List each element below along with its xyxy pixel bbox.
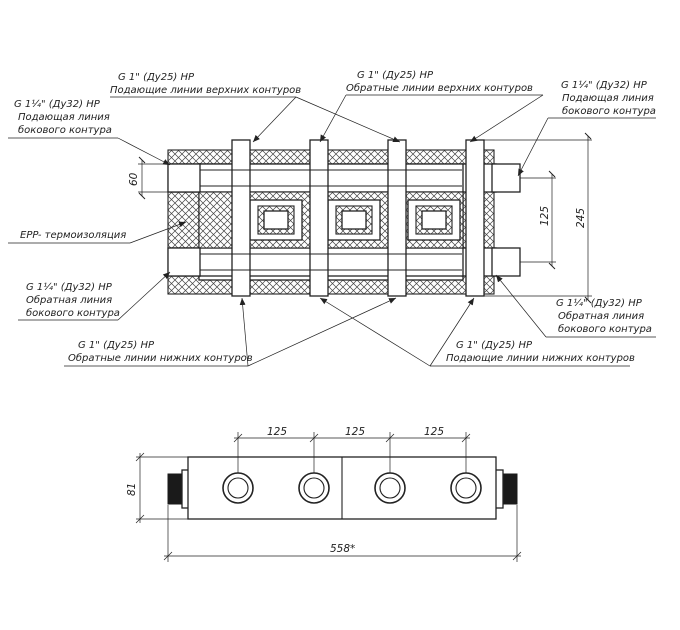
label-right-supply: G 1¼" (Ду32) НР Подающая линия бокового … xyxy=(517,79,656,177)
dimension-125-b-label: 125 xyxy=(345,426,365,438)
dimension-245-label: 245 xyxy=(575,208,587,228)
top-projection-view: 125 125 125 81 558* xyxy=(126,426,522,562)
left-upper-nozzle xyxy=(167,163,201,193)
right-supply-desc2: бокового контура xyxy=(562,105,656,117)
dimension-81-label: 81 xyxy=(126,483,138,496)
label-left-return: G 1¼" (Ду32) НР Обратная линия бокового … xyxy=(18,271,171,321)
label-left-supply: G 1¼" (Ду32) НР Подающая линия бокового … xyxy=(8,98,171,166)
right-supply-size: G 1¼" (Ду32) НР xyxy=(561,79,648,91)
bottom-supply-size: G 1" (Ду25) НР xyxy=(456,340,533,351)
right-return-desc1: Обратная линия xyxy=(558,310,644,322)
left-supply-size: G 1¼" (Ду32) НР xyxy=(14,98,101,110)
dimension-60: 60 xyxy=(128,156,168,200)
label-insulation: EPP- термоизоляция xyxy=(8,221,187,244)
vertical-pipe-1 xyxy=(231,139,251,297)
top-return-desc: Обратные линии верхних контуров xyxy=(346,82,533,94)
left-supply-desc2: бокового контура xyxy=(18,124,112,136)
label-bottom-return: G 1" (Ду25) НР Обратные линии нижних кон… xyxy=(64,297,397,367)
top-return-size: G 1" (Ду25) НР xyxy=(357,70,434,81)
bottom-return-desc: Обратные линии нижних контуров xyxy=(68,352,253,364)
right-thread-end xyxy=(502,473,518,505)
insulation-label: EPP- термоизоляция xyxy=(20,230,126,241)
left-lower-nozzle xyxy=(167,247,201,277)
dimension-60-label: 60 xyxy=(128,172,140,186)
dimension-125-side-label: 125 xyxy=(539,206,551,226)
bottom-supply-desc: Подающие линии нижних контуров xyxy=(446,353,635,364)
dimension-125-c-label: 125 xyxy=(424,426,444,438)
right-supply-desc1: Подающая линия xyxy=(562,93,654,104)
right-return-size: G 1¼" (Ду32) НР xyxy=(556,297,643,309)
top-supply-desc: Подающие линии верхних контуров xyxy=(110,85,301,96)
left-return-desc1: Обратная линия xyxy=(26,294,112,306)
left-thread-end xyxy=(167,473,183,505)
left-return-size: G 1¼" (Ду32) НР xyxy=(26,281,113,293)
dimension-125-245: 125 245 xyxy=(484,132,592,304)
label-top-return: G 1" (Ду25) НР Обратные линии верхних ко… xyxy=(319,70,544,143)
left-supply-desc1: Подающая линия xyxy=(18,112,110,123)
right-upper-nozzle xyxy=(491,163,521,193)
vertical-pipe-3 xyxy=(387,139,407,297)
dimension-558-label: 558* xyxy=(330,543,355,555)
right-lower-nozzle xyxy=(491,247,521,277)
label-right-return: G 1¼" (Ду32) НР Обратная линия бокового … xyxy=(495,274,656,338)
vertical-pipe-2 xyxy=(309,139,329,297)
left-return-desc2: бокового контура xyxy=(26,307,120,319)
section-view xyxy=(167,139,521,297)
label-bottom-supply: G 1" (Ду25) НР Подающие линии нижних кон… xyxy=(319,297,635,367)
vertical-pipe-4 xyxy=(465,139,485,297)
label-top-supply: G 1" (Ду25) НР Подающие линии верхних ко… xyxy=(110,72,401,143)
bottom-return-size: G 1" (Ду25) НР xyxy=(78,340,155,351)
right-return-desc2: бокового контура xyxy=(558,323,652,335)
dimension-125-a-label: 125 xyxy=(267,426,287,438)
top-supply-size: G 1" (Ду25) НР xyxy=(118,72,195,83)
